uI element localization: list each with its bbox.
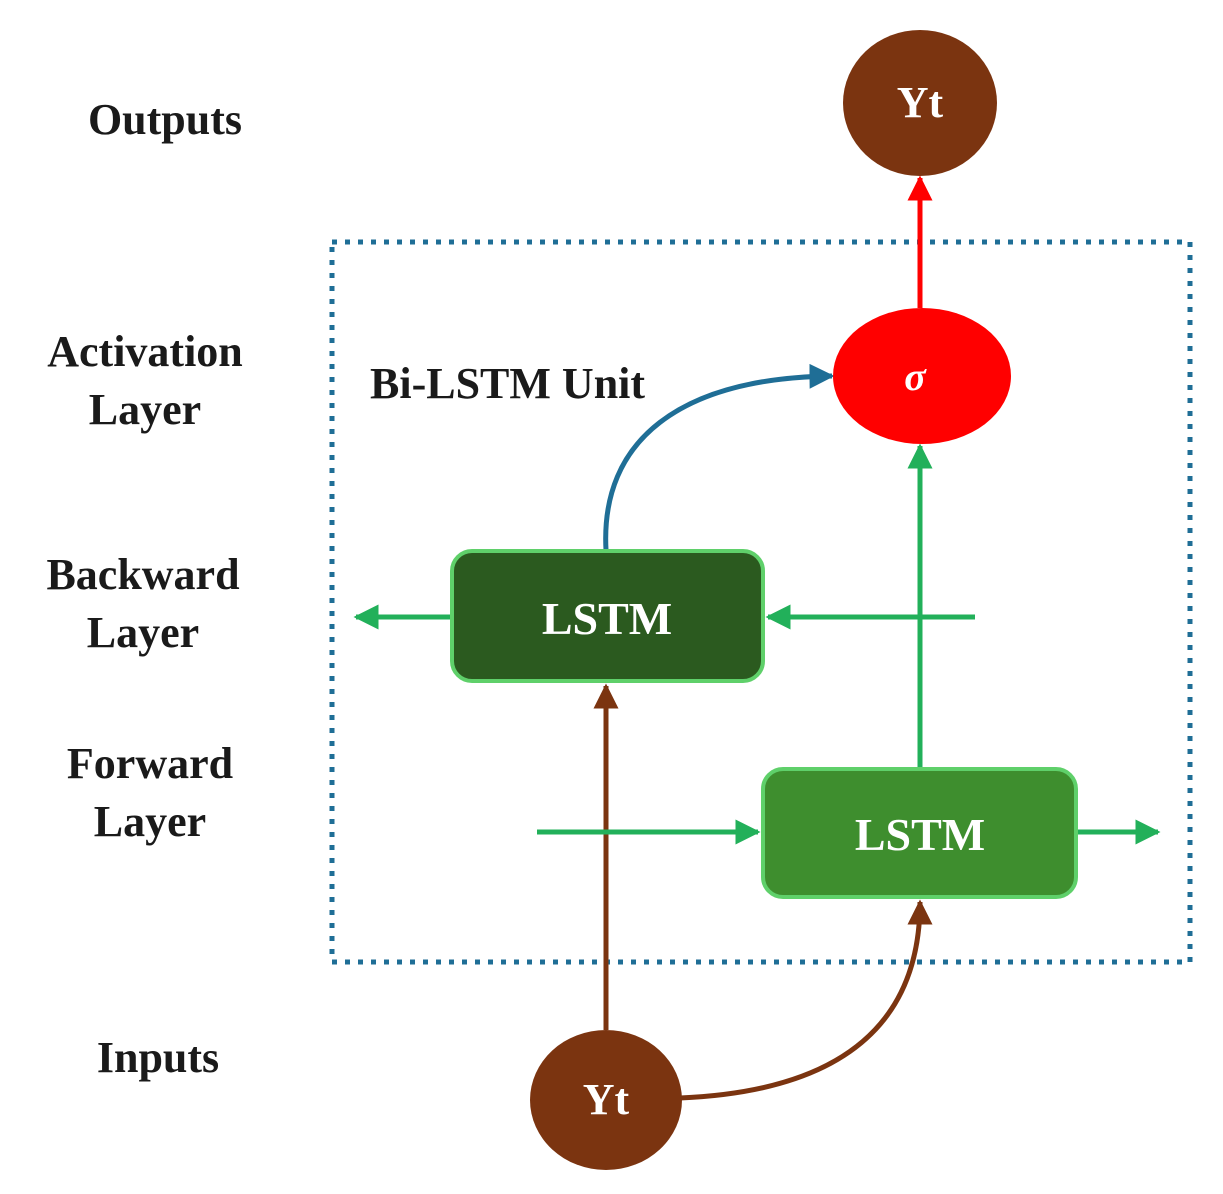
- output-node: Yt: [843, 30, 997, 176]
- bi-lstm-unit-title: Bi-LSTM Unit: [370, 359, 645, 408]
- backward-layer-label-line2: Layer: [87, 608, 199, 657]
- output-node-label: Yt: [897, 78, 944, 127]
- forward-lstm-label: LSTM: [855, 809, 985, 860]
- activation-node: σ: [833, 308, 1011, 444]
- forward-layer-label-line2: Layer: [94, 797, 206, 846]
- input-node-label: Yt: [583, 1075, 630, 1124]
- input-to-forward-arrow: [679, 899, 933, 1101]
- activation-layer-label-line1: Activation: [47, 327, 243, 376]
- input-node: Yt: [530, 1030, 682, 1170]
- backward-to-activation-arrow: [603, 363, 835, 551]
- sigma-label: σ: [904, 354, 927, 399]
- bi-lstm-unit-border: [329, 239, 1193, 965]
- inputs-label: Inputs: [97, 1033, 219, 1082]
- backward-lstm-node: LSTM: [450, 549, 765, 683]
- activation-layer-label-line2: Layer: [89, 385, 201, 434]
- forward-layer-label-line1: Forward: [67, 739, 233, 788]
- backward-lstm-label: LSTM: [542, 593, 672, 644]
- forward-lstm-node: LSTM: [761, 767, 1078, 899]
- backward-layer-label-line1: Backward: [46, 550, 239, 599]
- outputs-label: Outputs: [88, 95, 242, 144]
